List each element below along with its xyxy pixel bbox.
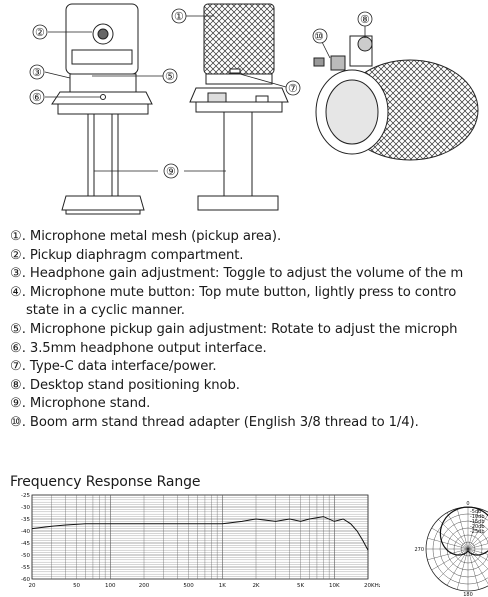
- frequency-response-title: Frequency Response Range: [10, 474, 201, 490]
- response-curve: [31, 516, 369, 551]
- y-tick-label: -25: [21, 493, 30, 499]
- y-tick-label: -45: [21, 541, 30, 547]
- x-tick-label: 10K: [329, 583, 340, 589]
- x-tick-label: 1K: [219, 583, 226, 589]
- callout-10: ⑩: [314, 30, 324, 43]
- x-tick-label: 200: [139, 583, 150, 589]
- callout-8: ⑧: [360, 13, 370, 26]
- x-tick-label: 20KHz: [364, 583, 380, 589]
- parts-list-item: ④. Microphone mute button: Top mute butt…: [10, 284, 488, 321]
- parts-list-item: ③. Headphone gain adjustment: Toggle to …: [10, 266, 464, 282]
- polar-spoke: [427, 543, 488, 561]
- polar-ring-label: -20db: [470, 524, 485, 530]
- parts-list-item: ⑥. 3.5mm headphone output interface.: [10, 340, 267, 356]
- parts-list-item: ⑤. Microphone pickup gain adjustment: Ro…: [10, 321, 458, 337]
- y-tick-label: -55: [21, 565, 30, 571]
- parts-list-item: ⑧. Desktop stand positioning knob.: [10, 377, 240, 393]
- callout-2: ②: [35, 26, 45, 39]
- y-tick-label: -50: [21, 553, 30, 559]
- product-diagram: ① ② ③ ⑤ ⑥ ⑦ ⑧ ⑨ ⑩: [29, 3, 479, 215]
- polar-angle-label: 0: [466, 501, 469, 507]
- side-view-microphone: [189, 3, 289, 211]
- polar-angle-label: 270: [414, 547, 424, 553]
- x-tick-label: 2K: [252, 583, 259, 589]
- parts-list-item: ⑨. Microphone stand.: [10, 396, 151, 412]
- polar-ring-label: -25db: [470, 529, 485, 535]
- frequency-response-chart: -25 -30 -35 -40 -45 -50 -55 -60 20 50 100 200 500 1K…: [21, 493, 380, 589]
- callout-6: ⑥: [32, 91, 42, 104]
- y-tick-label: -35: [21, 517, 30, 523]
- parts-list: ①. Microphone metal mesh (pickup area). …: [10, 228, 488, 433]
- front-view-microphone: [51, 3, 153, 215]
- y-tick-label: -60: [21, 577, 30, 583]
- x-tick-label: 500: [183, 583, 194, 589]
- callout-9: ⑨: [166, 165, 176, 178]
- x-tick-label: 50: [73, 583, 80, 589]
- callout-3: ③: [32, 66, 42, 79]
- polar-pattern-curve: [439, 506, 488, 556]
- polar-ring-label: -10db: [470, 514, 485, 520]
- parts-list-item: ①. Microphone metal mesh (pickup area).: [10, 229, 282, 244]
- callout-7: ⑦: [288, 82, 298, 95]
- x-tick-label: 100: [105, 583, 116, 589]
- chart-frame: [31, 494, 369, 580]
- parts-list-item: ⑦. Type-C data interface/power.: [10, 359, 217, 375]
- polar-pattern-chart: 0 270 180 -5db-10db-15db-20db-25db: [414, 501, 488, 597]
- y-tick-label: -30: [21, 505, 30, 511]
- angled-view-microphone: [313, 35, 479, 161]
- callout-1: ①: [174, 10, 184, 23]
- y-tick-label: -40: [21, 529, 30, 535]
- polar-ring-label: -15db: [470, 519, 485, 525]
- x-tick-label: 20: [29, 583, 36, 589]
- parts-list-item-continuation: state in a cyclic manner.: [26, 303, 185, 319]
- x-tick-label: 5K: [297, 583, 304, 589]
- polar-angle-label: 180: [463, 592, 473, 597]
- polar-ring-label: -5db: [470, 509, 481, 515]
- parts-list-item: ②. Pickup diaphragm compartment.: [10, 247, 244, 263]
- callout-5: ⑤: [165, 70, 175, 83]
- parts-list-item: ⑩. Boom arm stand thread adapter (Englis…: [10, 414, 419, 430]
